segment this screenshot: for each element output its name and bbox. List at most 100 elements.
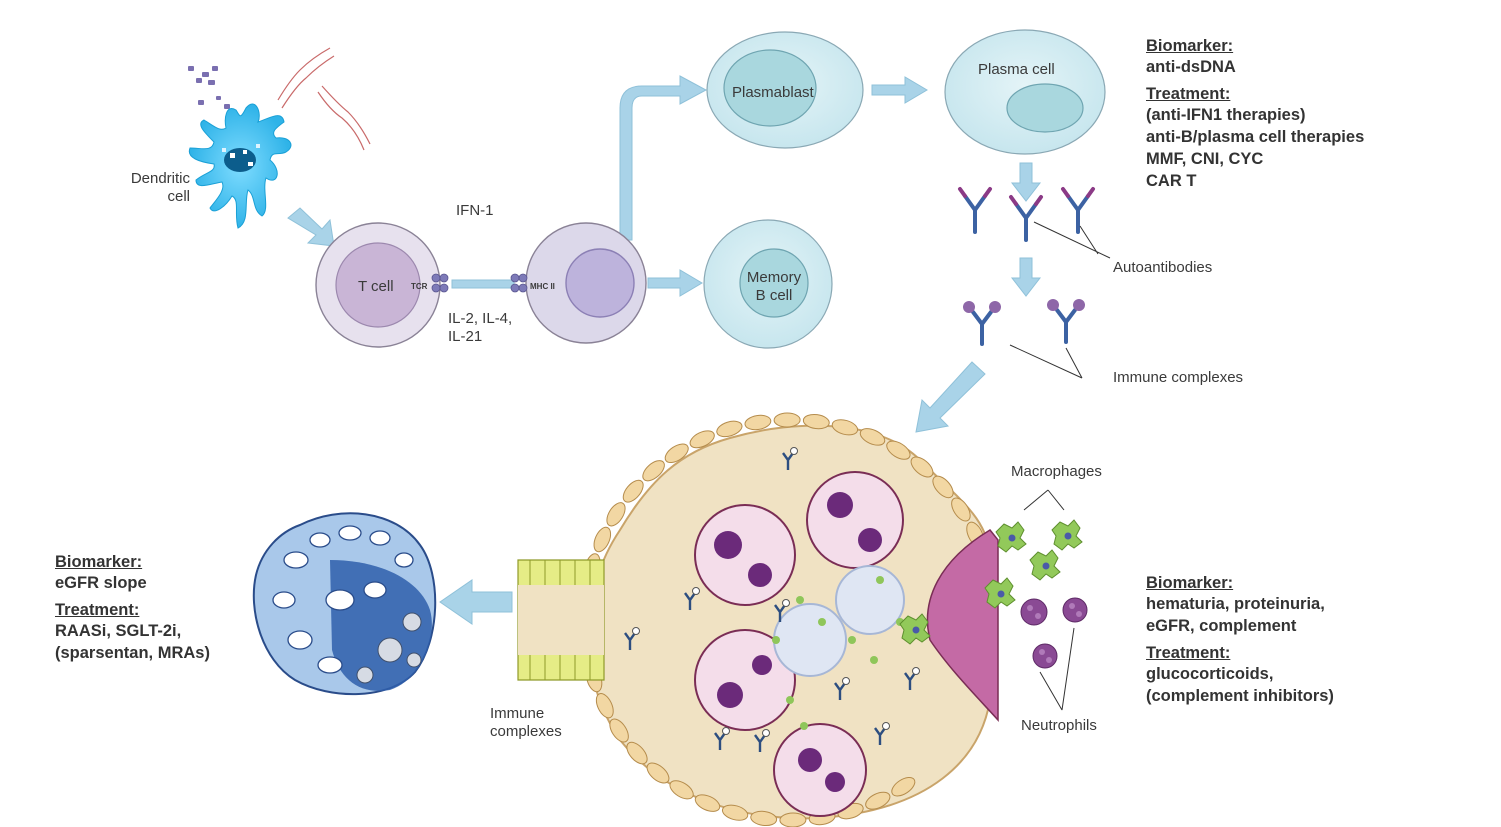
treatment-line: MMF, CNI, CYC	[1146, 150, 1264, 168]
biomarker-line: anti-dsDNA	[1146, 58, 1236, 76]
fibrotic-tissue	[252, 512, 437, 696]
ifn1-label: IFN-1	[456, 202, 494, 219]
capsule-cell	[642, 460, 665, 482]
capsule-cell	[802, 413, 830, 430]
dendritic-cell-label-line2: cell	[167, 188, 190, 205]
plasma-cell	[944, 29, 1106, 155]
green-deposits	[772, 576, 904, 730]
interleukins-line1: IL-2, IL-4,	[448, 310, 513, 327]
treatment-line: (sparsentan, MRAs)	[55, 644, 210, 662]
capsule-cell	[622, 479, 644, 503]
glomerulus	[517, 412, 999, 827]
treatment-heading: Treatment:	[55, 601, 140, 619]
tcr-receptor	[431, 273, 449, 293]
capsule-cell	[773, 412, 801, 428]
treatment-heading: Treatment:	[1146, 644, 1231, 662]
capsule-cell	[951, 497, 971, 522]
biomarker-heading: Biomarker:	[1146, 37, 1234, 55]
macrophages-label: Macrophages	[1011, 463, 1102, 480]
arrow-antibodies-to-complexes	[1010, 257, 1042, 297]
capsule-cell	[593, 526, 612, 553]
tcr-label: TCR	[411, 282, 428, 291]
capsule-cell	[932, 475, 954, 499]
memory-b-cell-line1: Memory	[746, 269, 802, 286]
autoantibodies	[958, 187, 1111, 259]
biomarker-line: hematuria, proteinuria,	[1146, 595, 1325, 613]
immune-complexes-bottom-line1: Immune	[490, 705, 545, 722]
t-cell-label: T cell	[358, 278, 394, 295]
arrow-plasmablast-to-plasma	[871, 76, 928, 104]
dendritic-nucleus	[222, 144, 260, 172]
capsule-cell	[664, 443, 689, 464]
biomarker-heading: Biomarker:	[55, 553, 143, 571]
macrophages	[899, 489, 1083, 645]
arrow-complexes-to-glomerulus	[915, 361, 986, 433]
arrow-bcell-to-memory	[647, 269, 703, 297]
b-cell	[510, 222, 647, 344]
antigen-particles	[188, 66, 230, 109]
capsule-cell	[606, 502, 626, 527]
capsule-cell	[609, 718, 629, 743]
treatment-line: (anti-IFN1 therapies)	[1146, 106, 1306, 124]
capsule-cell	[859, 428, 886, 446]
arrow-plasma-to-antibodies	[1010, 162, 1042, 202]
mhc-ii-label: MHC II	[530, 282, 555, 291]
capsule-cell	[626, 741, 648, 765]
dendritic-cell-label-line1: Dendritic	[130, 170, 190, 187]
treatment-line: CAR T	[1146, 172, 1197, 190]
immune-complexes-bottom-label: Immune complexes	[490, 705, 562, 741]
capsule-cell	[779, 812, 807, 827]
neutrophils-label: Neutrophils	[1021, 717, 1097, 734]
treatment-line: glucocorticoids,	[1146, 665, 1274, 683]
dendritic-cell	[188, 47, 371, 229]
capsule-cell	[891, 776, 916, 797]
capsule-cell	[595, 693, 614, 719]
memory-b-cell-label: Memory B cell	[738, 269, 810, 305]
capsule-cell	[716, 420, 743, 438]
dna-strand	[277, 47, 371, 151]
memory-b-cell-line2: B cell	[755, 287, 793, 304]
capsule-cell	[689, 430, 715, 449]
arrow-bcell-to-plasmablast	[619, 75, 708, 241]
treatment-line: RAASi, SGLT-2i,	[55, 622, 182, 640]
capsule-cell	[865, 791, 891, 810]
neutrophils	[1020, 597, 1088, 711]
t-cell	[315, 222, 449, 348]
autoantibodies-label: Autoantibodies	[1113, 259, 1213, 276]
cell-nuclei	[714, 492, 882, 792]
panel-bottom-right: Biomarker: hematuria, proteinuria, eGFR,…	[1146, 573, 1334, 707]
capsule-cell	[744, 414, 772, 431]
memory-b-cell	[703, 219, 833, 349]
capsule-cell	[750, 810, 778, 827]
capsule-cell	[669, 780, 694, 800]
capsule-cell	[646, 762, 670, 784]
plasma-cell-label: Plasma cell	[978, 61, 1055, 78]
biomarker-line: eGFR, complement	[1146, 617, 1297, 635]
capsule-cell	[694, 794, 721, 812]
capsule-cell	[831, 419, 859, 436]
mhc-ii-receptor	[510, 273, 528, 293]
treatment-line: anti-B/plasma cell therapies	[1146, 128, 1365, 146]
plasmablast-label: Plasmablast	[732, 84, 814, 101]
capsule-cell	[886, 440, 911, 460]
treatment-heading: Treatment:	[1146, 85, 1231, 103]
immune-complexes-bottom-line2: complexes	[490, 723, 562, 740]
biomarker-heading: Biomarker:	[1146, 574, 1234, 592]
capsule-cell	[910, 456, 934, 478]
arrow-glomerulus-to-fibrosis	[439, 579, 513, 625]
arteriole	[926, 529, 999, 722]
biomarker-line: eGFR slope	[55, 574, 147, 592]
plasmablast	[706, 31, 864, 149]
arrow-dc-to-tcell	[287, 207, 335, 247]
treatment-line: (complement inhibitors)	[1146, 687, 1334, 705]
interleukins-line2: IL-21	[448, 328, 483, 345]
pathway-arrows	[287, 75, 1042, 625]
interleukins-label: IL-2, IL-4, IL-21	[448, 310, 512, 346]
tcell-bcell-link	[451, 279, 515, 289]
panel-bottom-left: Biomarker: eGFR slope Treatment: RAASi, …	[55, 552, 210, 664]
dendritic-cell-label: Dendritic cell	[120, 170, 190, 206]
immune-complexes-top	[961, 297, 1087, 379]
panel-top-right: Biomarker: anti-dsDNA Treatment: (anti-I…	[1146, 36, 1364, 192]
capsule-cell	[721, 804, 749, 821]
